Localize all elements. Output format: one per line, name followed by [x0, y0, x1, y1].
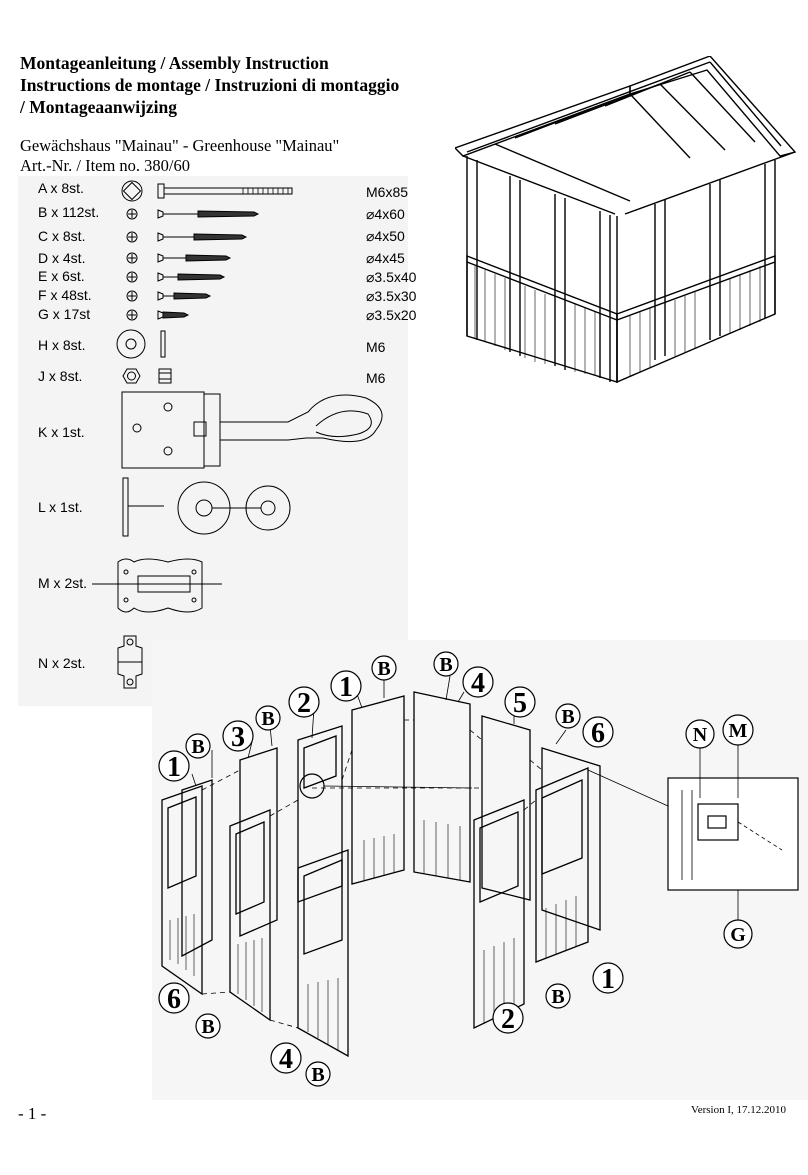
- latch-k-drawing: [121, 391, 383, 469]
- callout-6: 6: [591, 718, 605, 749]
- part-size-e: ⌀3.5x40: [366, 269, 417, 285]
- page-number: - 1 -: [18, 1104, 47, 1123]
- part-size-d: ⌀4x45: [366, 250, 405, 266]
- part-label-g: G x 17st: [38, 306, 91, 322]
- part-size-f: ⌀3.5x30: [366, 288, 417, 304]
- callout-b: B: [561, 706, 574, 728]
- part-size-h: M6: [366, 339, 386, 355]
- callout-circle: [158, 750, 190, 782]
- screw-g-drawing: [126, 309, 190, 321]
- callout-4: 4: [471, 668, 485, 699]
- callout-4: 4: [279, 1044, 293, 1075]
- callout-3: 3: [231, 722, 245, 753]
- callout-2: 2: [501, 1004, 515, 1035]
- nut-j-drawing: [122, 368, 172, 384]
- screw-b-drawing: [126, 208, 260, 220]
- detail-inset: [299, 769, 799, 891]
- callout-b: B: [439, 654, 452, 676]
- part-label-c: C x 8st.: [38, 228, 86, 244]
- part-label-j: J x 8st.: [38, 368, 83, 384]
- keeper-l-drawing: [122, 477, 291, 537]
- callout-b: B: [311, 1064, 324, 1086]
- part-size-a: M6x85: [366, 184, 409, 200]
- callout-1: 1: [601, 964, 615, 995]
- part-size-c: ⌀4x50: [366, 228, 405, 244]
- screw-f-drawing: [126, 290, 212, 302]
- callout-1: 1: [167, 752, 181, 783]
- hinge-m-drawing: [92, 558, 222, 613]
- title-line: / Montageaanwijzing: [20, 97, 178, 117]
- part-label-a: A x 8st.: [38, 180, 84, 196]
- callout-b: B: [377, 658, 390, 680]
- part-label-m: M x 2st.: [38, 575, 88, 591]
- screw-e-drawing: [126, 271, 226, 283]
- screw-d-drawing: [126, 252, 232, 264]
- exploded-assembly-drawing: 1 B 3 B 2 1 B B 4 5 B 6 6 B 4 B 2 B 1 N …: [158, 651, 799, 1087]
- callout-n: N: [693, 724, 708, 746]
- callout-6: 6: [167, 984, 181, 1015]
- callout-2: 2: [297, 688, 311, 719]
- part-label-k: K x 1st.: [38, 424, 85, 440]
- part-label-h: H x 8st.: [38, 337, 86, 353]
- callout-g: G: [730, 924, 746, 946]
- parts-list: A x 8st. M6x85 B x 112st. ⌀4x60 C x 8st.…: [18, 176, 416, 706]
- greenhouse-overview-drawing: [455, 56, 797, 384]
- part-label-e: E x 6st.: [38, 268, 85, 284]
- parts-drawings: [92, 180, 383, 689]
- title-line: Instructions de montage / Instruzioni di…: [20, 75, 400, 95]
- version-info: Version I, 17.12.2010: [690, 1104, 786, 1116]
- callout-m: M: [729, 720, 748, 742]
- screw-c-drawing: [126, 231, 248, 243]
- callout-b: B: [551, 986, 564, 1008]
- callout-b: B: [201, 1016, 214, 1038]
- callouts: [158, 651, 754, 1087]
- callout-5: 5: [513, 688, 527, 719]
- part-size-g: ⌀3.5x20: [366, 307, 417, 323]
- part-size-b: ⌀4x60: [366, 206, 405, 222]
- part-label-l: L x 1st.: [38, 499, 83, 515]
- item-number: Art.-Nr. / Item no. 380/60: [20, 156, 191, 175]
- washer-h-drawing: [116, 329, 166, 359]
- callout-b: B: [261, 708, 274, 730]
- callout-b: B: [191, 736, 204, 758]
- product-name: Gewächshaus "Mainau" - Greenhouse "Maina…: [20, 136, 340, 155]
- document-title: Montageanleitung / Assembly Instruction …: [20, 52, 399, 118]
- part-label-b: B x 112st.: [38, 204, 100, 220]
- callout-1: 1: [339, 672, 353, 703]
- bolt-a-drawing: [121, 180, 293, 202]
- bracket-n-drawing: [117, 635, 143, 689]
- title-line: Montageanleitung / Assembly Instruction: [20, 53, 329, 73]
- product-info: Gewächshaus "Mainau" - Greenhouse "Maina…: [20, 136, 339, 176]
- part-label-d: D x 4st.: [38, 250, 86, 266]
- part-size-j: M6: [366, 370, 386, 386]
- part-label-n: N x 2st.: [38, 655, 86, 671]
- part-label-f: F x 48st.: [38, 287, 92, 303]
